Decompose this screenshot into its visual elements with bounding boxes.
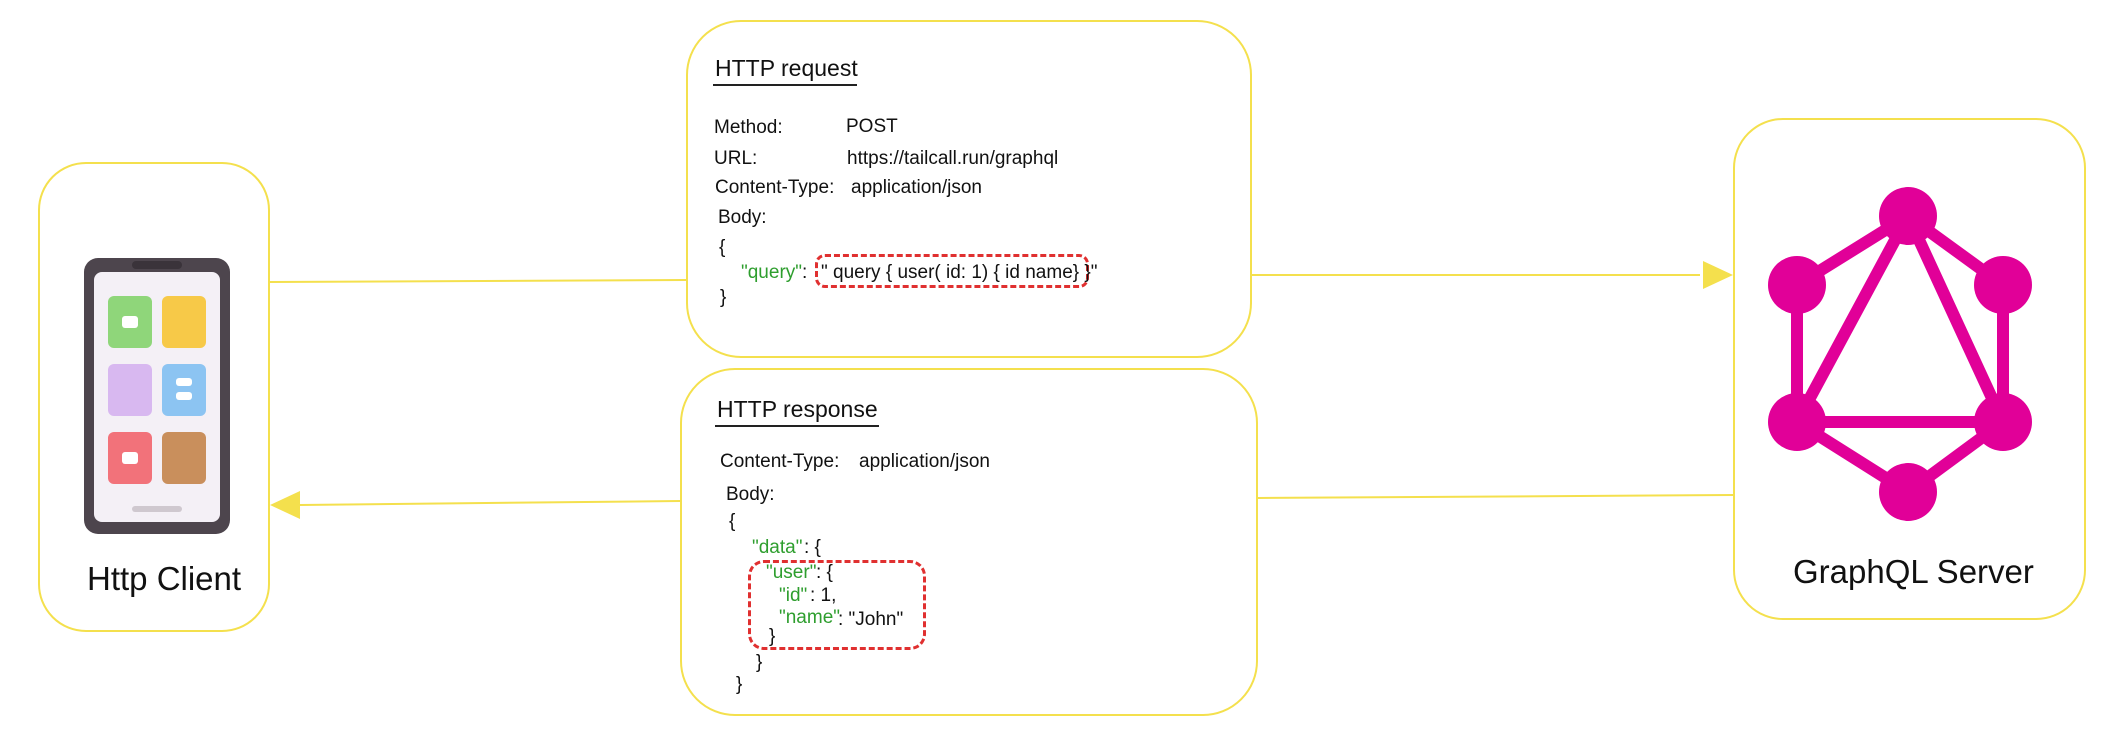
name-key: "name" xyxy=(779,607,841,628)
data-close-brace: } xyxy=(756,652,763,673)
method-value: POST xyxy=(846,116,898,137)
method-label: Method: xyxy=(714,117,783,138)
user-close-brace: } xyxy=(769,626,776,647)
request-title-underline xyxy=(713,84,857,86)
user-colon: : { xyxy=(816,562,833,583)
response-body-label: Body: xyxy=(726,484,775,505)
response-title-underline xyxy=(715,425,879,427)
request-content-type-value: application/json xyxy=(851,177,982,198)
response-line-left xyxy=(299,500,681,506)
smartphone-icon xyxy=(84,258,230,534)
response-close-brace: } xyxy=(736,674,743,695)
request-content-type-label: Content-Type: xyxy=(715,177,835,198)
response-content-type-label: Content-Type: xyxy=(720,451,840,472)
user-key: "user" xyxy=(766,562,817,583)
query-value: " query { user( id: 1) { id name} }" xyxy=(821,262,1098,283)
response-open-brace: { xyxy=(729,511,736,532)
http-client-box: Http Client xyxy=(38,162,270,632)
client-label: Http Client xyxy=(87,560,242,597)
query-highlight xyxy=(815,254,1089,288)
id-value: : 1, xyxy=(810,585,837,606)
request-open-brace: { xyxy=(719,237,726,258)
query-key: "query" xyxy=(741,262,803,283)
http-request-box: HTTP request Method: POST URL: https://t… xyxy=(686,20,1252,358)
url-value: https://tailcall.run/graphql xyxy=(847,148,1059,169)
http-response-box: HTTP response Content-Type: application/… xyxy=(680,368,1258,716)
request-line-left xyxy=(269,279,687,283)
request-close-brace: } xyxy=(720,287,727,308)
request-title: HTTP request xyxy=(715,55,858,81)
url-label: URL: xyxy=(714,148,758,169)
graphql-server-box: GraphQL Server xyxy=(1733,118,2086,620)
query-colon: : xyxy=(802,262,808,283)
request-arrowhead xyxy=(1703,261,1733,289)
response-arrowhead xyxy=(270,491,300,519)
data-key: "data" xyxy=(752,537,803,558)
id-key: "id" xyxy=(779,585,808,606)
graphql-logo-icon xyxy=(1768,187,2032,521)
name-value: : "John" xyxy=(838,609,904,630)
response-content-type-value: application/json xyxy=(859,451,990,472)
response-line-right xyxy=(1257,494,1734,499)
server-label: GraphQL Server xyxy=(1793,553,2034,590)
response-title: HTTP response xyxy=(717,396,878,422)
user-highlight xyxy=(748,560,926,650)
request-body-label: Body: xyxy=(718,207,767,228)
data-colon: : { xyxy=(804,537,821,558)
